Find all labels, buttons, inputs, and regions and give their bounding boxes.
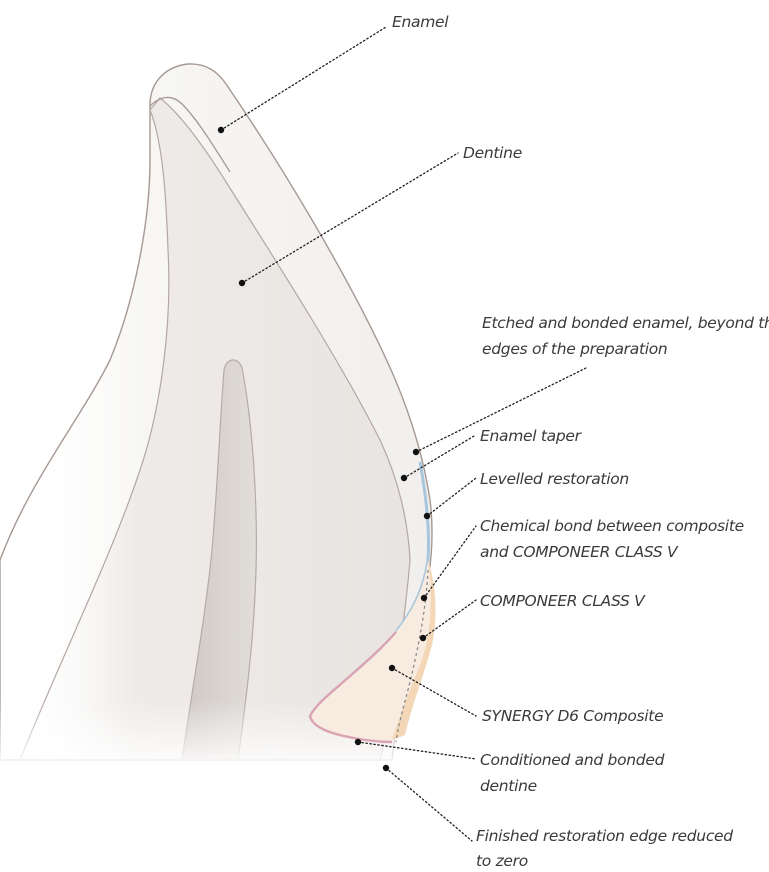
- marker-dot: [218, 127, 224, 133]
- label-dentine: Dentine: [463, 144, 522, 162]
- labels: Enamel Dentine Etched and bonded enamel,…: [392, 13, 769, 870]
- marker-dot: [401, 475, 407, 481]
- marker-dot: [424, 513, 430, 519]
- tooth-cross-section: [0, 64, 440, 772]
- label-finished-line1: Finished restoration edge reduced: [476, 827, 733, 845]
- marker-dot: [355, 739, 361, 745]
- marker-dot: [420, 635, 426, 641]
- label-componeer: COMPONEER CLASS V: [480, 592, 646, 610]
- label-synergy-composite: SYNERGY D6 Composite: [482, 707, 663, 725]
- leader-levelled: [424, 478, 476, 519]
- marker-dot: [383, 765, 389, 771]
- marker-dot: [413, 449, 419, 455]
- marker-dot: [389, 665, 395, 671]
- label-chemical-bond-line1: Chemical bond between composite: [480, 517, 744, 535]
- marker-dot: [239, 280, 245, 286]
- label-levelled-restoration: Levelled restoration: [480, 470, 629, 488]
- label-chemical-bond-line2: and COMPONEER CLASS V: [480, 543, 679, 561]
- label-enamel-taper: Enamel taper: [480, 427, 583, 445]
- label-conditioned-line1: Conditioned and bonded: [480, 751, 665, 769]
- label-etched-enamel-line1: Etched and bonded enamel, beyond the: [482, 314, 769, 332]
- label-etched-enamel-line2: edges of the preparation: [482, 340, 667, 358]
- label-enamel: Enamel: [392, 13, 449, 31]
- label-conditioned-line2: dentine: [480, 777, 537, 795]
- leader-finished: [383, 765, 472, 841]
- marker-dot: [421, 595, 427, 601]
- label-finished-line2: to zero: [476, 852, 528, 870]
